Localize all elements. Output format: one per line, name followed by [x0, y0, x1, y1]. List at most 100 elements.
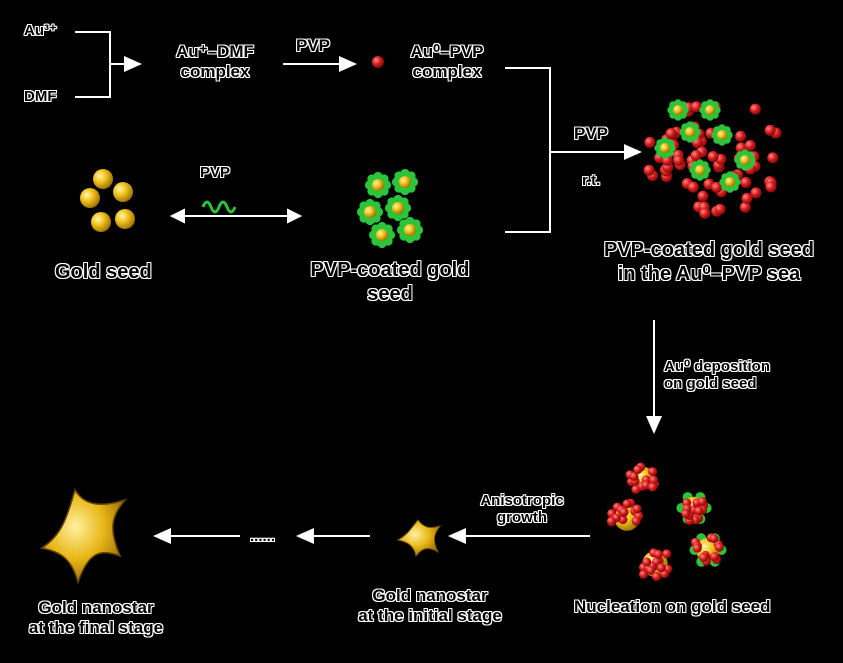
coated-seed-particle [356, 198, 384, 226]
pvp-shell [396, 225, 407, 235]
label-star-final: Gold nanostar at the final stage [6, 598, 186, 638]
au0-particle [642, 557, 652, 567]
anisotropic-line1: Anisotropic [480, 492, 564, 509]
au0-particle [690, 101, 702, 113]
au0-particle [697, 496, 707, 506]
au0-particle [633, 465, 643, 475]
gold-core [363, 205, 377, 219]
gold-core [725, 177, 735, 187]
pvp-shell [689, 166, 697, 174]
sea-line2: in the Au⁰–PVP sea [617, 263, 801, 285]
pvp-shell [364, 180, 375, 190]
star-final-line1: Gold nanostar [38, 598, 154, 617]
anisotropic-line2: growth [497, 509, 547, 526]
au0-particle [767, 152, 779, 164]
pvp-strand-icon [201, 200, 237, 214]
au0-particle [707, 151, 719, 163]
au0-particle [749, 103, 761, 115]
gold-core [685, 127, 695, 137]
au0-particle [687, 181, 699, 193]
label-gold-seed: Gold seed [55, 261, 152, 283]
pvp-shell [718, 138, 726, 146]
pvp-shell [699, 106, 707, 114]
pvp-shell [377, 221, 387, 232]
au0-pvp-line1: Au⁰–PVP [410, 42, 484, 61]
pvp-shell [365, 215, 375, 226]
au0-particle [690, 150, 702, 162]
au0-particle [744, 139, 756, 151]
au0-particle [699, 553, 709, 563]
pvp-shell [365, 198, 375, 209]
pvp-shell [373, 171, 383, 182]
au0-particle [714, 203, 726, 215]
deposition-line2: on gold seed [664, 375, 757, 392]
pvp-shell [674, 99, 682, 107]
gold-core [740, 155, 750, 165]
pvp-shell [681, 106, 689, 114]
coated-seed-particle [391, 168, 419, 196]
pvp-shell [693, 128, 701, 136]
coated-seed-particle [711, 124, 733, 146]
pvp-shell [741, 149, 749, 157]
au0-particle [710, 552, 720, 562]
au0-particle [735, 130, 747, 142]
coated-seed-particle [679, 121, 701, 143]
nucleated-seed-cluster [639, 548, 673, 582]
coated-seed-particle [699, 99, 721, 121]
au0-particle [652, 572, 662, 582]
gold-core [371, 178, 385, 192]
label-sea: PVP-coated gold seed in the Au⁰–PVP sea [578, 238, 840, 286]
coated-seed-particle [384, 194, 412, 222]
star-final-line2: at the final stage [28, 618, 164, 637]
gold-core [403, 223, 417, 237]
au1-dmf-line2: complex [180, 62, 250, 81]
pvp-shell [726, 171, 734, 179]
pvp-shell [741, 163, 749, 171]
gold-core [391, 201, 405, 215]
au0-particle [711, 181, 723, 193]
au0-particle [606, 516, 616, 526]
gold-core [717, 130, 727, 140]
star-initial-line2: at the initial stage [358, 606, 502, 625]
pvp-shell [696, 159, 704, 167]
label-ellipsis: ...... [250, 528, 276, 545]
pvp-shell [686, 121, 694, 129]
au0-dot-icon [372, 56, 384, 68]
pvp-shell [385, 230, 396, 240]
pvp-shell [734, 156, 742, 164]
gold-seed-icon [80, 169, 135, 232]
pvp-shell [706, 99, 714, 107]
pvp-shell [384, 203, 395, 213]
coated-seed-particle [689, 159, 711, 181]
coated-seed-particle [368, 221, 396, 249]
gold-core [695, 165, 705, 175]
pvp-shell [713, 106, 721, 114]
au0-particle [741, 192, 753, 204]
pvp-shell [696, 173, 704, 181]
au0-particle [714, 542, 724, 552]
au0-particle [665, 128, 677, 140]
label-pvp-top: PVP [296, 36, 331, 55]
coated-seed-particle [396, 216, 424, 244]
au0-particle [653, 549, 663, 559]
label-rt: r.t. [582, 172, 601, 189]
au0-particle [697, 190, 709, 202]
reactant-bracket [75, 31, 142, 98]
au0-particle [709, 534, 719, 544]
pvp-shell [711, 131, 719, 139]
au0-particle [622, 499, 632, 509]
au0-particle [692, 543, 702, 553]
gold-core [375, 228, 389, 242]
gold-nanostar-final-icon [40, 488, 128, 585]
coated-seed-particle [719, 171, 741, 193]
au0-particle [648, 467, 658, 477]
au0-particle [694, 506, 704, 516]
label-dmf: DMF [24, 88, 57, 105]
gold-core [660, 143, 670, 153]
au0-particle [629, 471, 639, 481]
label-pvp-seed: PVP [200, 164, 231, 181]
pvp-shell [356, 207, 367, 217]
au0-particle [673, 154, 685, 166]
pvp-coated-line2: seed [367, 283, 413, 305]
